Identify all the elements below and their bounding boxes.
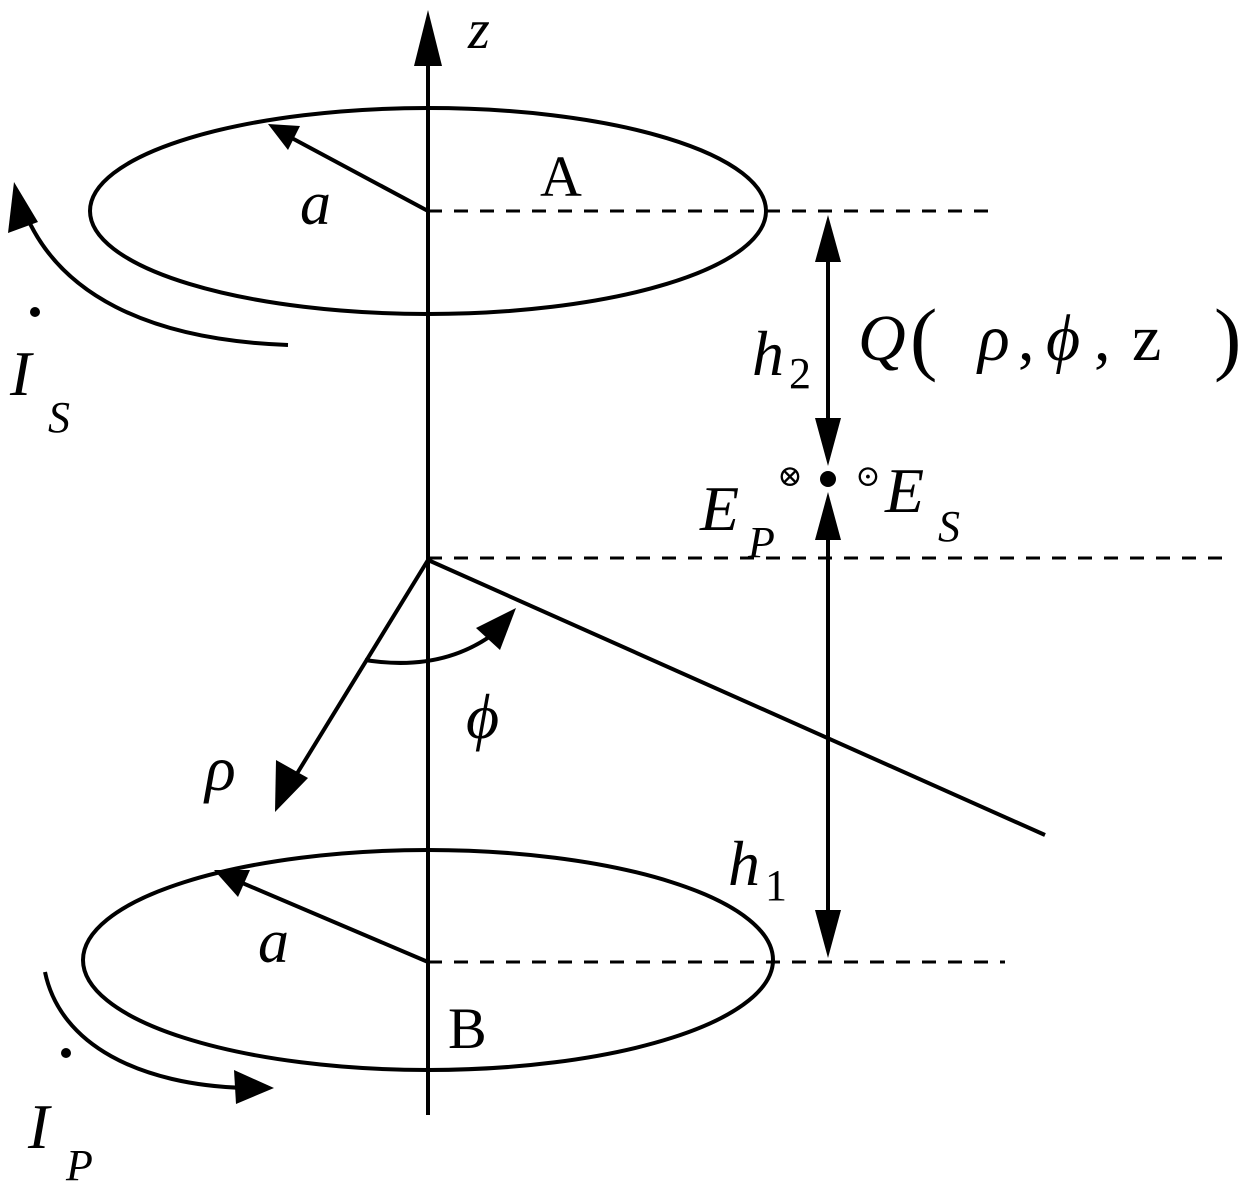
es-out-of-page-icon: ⊙ bbox=[855, 460, 880, 493]
loop-b-ellipse bbox=[81, 848, 775, 1072]
h1-subscript: 1 bbox=[765, 861, 787, 910]
loop-b-radius-arrowhead bbox=[214, 870, 250, 897]
current-p-arc bbox=[43, 971, 246, 1090]
current-p-arrowhead bbox=[234, 1070, 274, 1104]
current-p-dot bbox=[61, 1048, 71, 1058]
loop-b-radius-label: a bbox=[258, 908, 289, 976]
point-q-open-paren: ( bbox=[910, 292, 937, 383]
es-subscript: S bbox=[938, 502, 960, 551]
point-q-dot bbox=[820, 471, 836, 487]
current-s-symbol: I bbox=[9, 338, 34, 409]
point-q-phi: ϕ bbox=[1046, 302, 1080, 375]
loop-a-radius-arrowhead bbox=[268, 124, 300, 150]
phi-angle-arrowhead bbox=[476, 608, 516, 650]
h2-bottom-arrowhead bbox=[815, 418, 841, 466]
current-p-subscript: P bbox=[65, 1141, 93, 1190]
loop-a-radius-label: a bbox=[300, 170, 331, 238]
rho-label: ρ bbox=[203, 733, 236, 804]
current-s-subscript: S bbox=[48, 393, 70, 442]
point-q-close-paren: ) bbox=[1214, 292, 1241, 383]
ep-into-page-icon: ⊗ bbox=[777, 460, 802, 493]
azimuth-reference-line bbox=[427, 558, 1046, 837]
h2-top-arrowhead bbox=[815, 215, 841, 262]
h1-bottom-arrowhead bbox=[815, 910, 841, 958]
loop-a-radius-line bbox=[287, 134, 429, 213]
es-symbol: E bbox=[884, 455, 924, 526]
h1-symbol: h bbox=[728, 828, 760, 899]
point-q-comma-2: , bbox=[1094, 302, 1111, 375]
rho-vector-arrowhead bbox=[275, 760, 308, 812]
ep-subscript: P bbox=[747, 518, 775, 567]
h2-subscript: 2 bbox=[789, 349, 811, 398]
loop-b-name-label: B bbox=[448, 996, 487, 1061]
point-q-z: z bbox=[1132, 302, 1161, 375]
phi-angle-arc bbox=[364, 633, 494, 665]
point-q-comma-1: , bbox=[1018, 302, 1035, 375]
phi-label: ϕ bbox=[466, 681, 499, 752]
h2-symbol: h bbox=[752, 318, 784, 389]
point-q-rho: ρ bbox=[976, 302, 1010, 375]
loop-b-radius-line bbox=[239, 880, 429, 964]
current-p-symbol: I bbox=[27, 1091, 52, 1162]
ep-symbol: E bbox=[699, 473, 739, 544]
rho-vector-line bbox=[288, 558, 430, 787]
h1-top-arrowhead bbox=[815, 492, 841, 540]
current-s-arc bbox=[20, 204, 289, 347]
z-axis-label: z bbox=[467, 0, 490, 61]
current-s-arrowhead bbox=[8, 182, 38, 233]
loop-a-name-label: A bbox=[540, 144, 582, 209]
z-axis-arrowhead bbox=[414, 10, 442, 66]
point-q-letter: Q bbox=[858, 302, 906, 375]
current-s-dot bbox=[30, 307, 40, 317]
